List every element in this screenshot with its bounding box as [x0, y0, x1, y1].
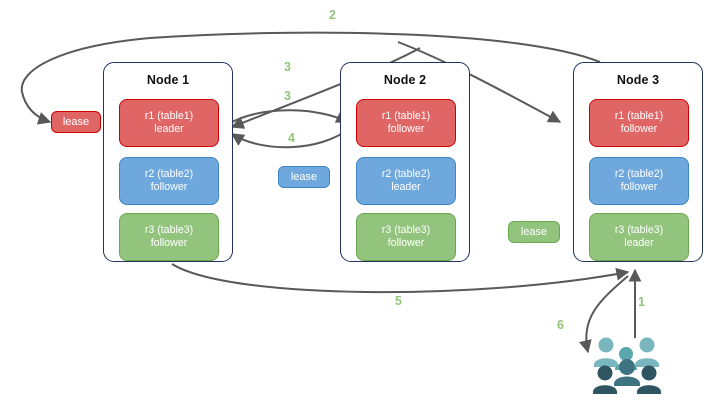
replica-r1[interactable]: r1 (table1) follower — [589, 99, 689, 147]
replica-r1[interactable]: r1 (table1) leader — [119, 99, 219, 147]
lease-badge-r2[interactable]: lease — [278, 166, 330, 188]
replica-r3[interactable]: r3 (table3) follower — [356, 213, 456, 261]
node-card-2[interactable]: Node 2 r1 (table1) follower r2 (table2) … — [340, 62, 470, 262]
edge-label-4: 4 — [288, 131, 295, 145]
edge-label-3a: 3 — [284, 60, 291, 74]
replica-name: r1 (table1) — [144, 110, 194, 122]
replica-role: leader — [154, 123, 184, 135]
node-card-3[interactable]: Node 3 r1 (table1) follower r2 (table2) … — [573, 62, 703, 262]
replica-role: follower — [620, 181, 658, 193]
edge-label-3b: 3 — [284, 89, 291, 103]
edge-label-5: 5 — [395, 294, 402, 308]
replica-name: r3 (table3) — [614, 224, 664, 236]
replica-name: r2 (table2) — [614, 168, 664, 180]
edge-5-path — [171, 263, 630, 294]
replica-r3[interactable]: r3 (table3) follower — [119, 213, 219, 261]
replica-role: follower — [150, 237, 188, 249]
node-title: Node 1 — [146, 73, 190, 87]
replica-role: leader — [391, 181, 421, 193]
replica-r2[interactable]: r2 (table2) follower — [589, 157, 689, 205]
node-title: Node 3 — [616, 73, 660, 87]
replica-role: follower — [150, 181, 188, 193]
replica-name: r3 (table3) — [144, 224, 194, 236]
replica-r1[interactable]: r1 (table1) follower — [356, 99, 456, 147]
lease-badge-r3[interactable]: lease — [508, 221, 560, 243]
replica-role: follower — [620, 123, 658, 135]
replica-r2[interactable]: r2 (table2) leader — [356, 157, 456, 205]
users-icon — [593, 337, 661, 394]
edge-label-1: 1 — [638, 295, 645, 309]
replica-name: r1 (table1) — [381, 110, 431, 122]
replica-r3[interactable]: r3 (table3) leader — [589, 213, 689, 261]
replica-name: r3 (table3) — [381, 224, 431, 236]
node-card-1[interactable]: Node 1 r1 (table1) leader r2 (table2) fo… — [103, 62, 233, 262]
replica-role: follower — [387, 237, 425, 249]
replica-role: leader — [624, 237, 654, 249]
replica-name: r2 (table2) — [381, 168, 431, 180]
replica-role: follower — [387, 123, 425, 135]
edge-3-short-path — [227, 109, 350, 125]
replica-r2[interactable]: r2 (table2) follower — [119, 157, 219, 205]
replica-name: r1 (table1) — [614, 110, 664, 122]
lease-badge-r1[interactable]: lease — [51, 111, 101, 133]
replica-name: r2 (table2) — [144, 168, 194, 180]
edge-label-6: 6 — [557, 318, 564, 332]
node-title: Node 2 — [383, 73, 427, 87]
edge-label-2: 2 — [329, 8, 336, 22]
